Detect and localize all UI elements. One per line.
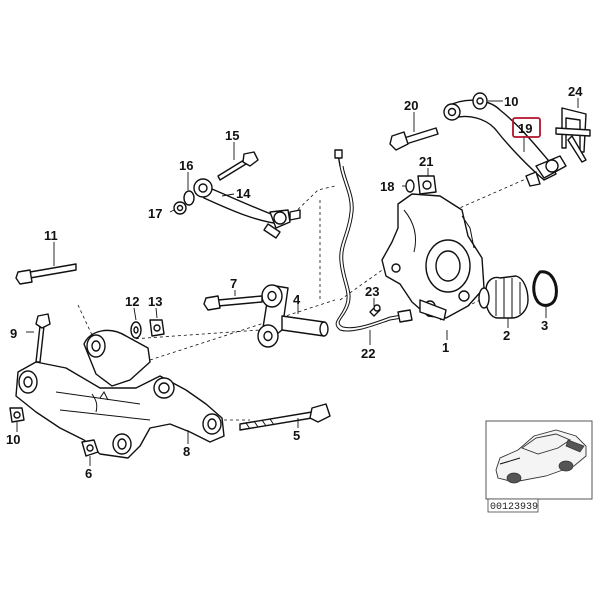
label-9: 9 — [10, 326, 17, 341]
label-22: 22 — [361, 346, 375, 361]
bracket-24 — [555, 107, 591, 163]
label-16: 16 — [179, 158, 193, 173]
sensor-cable-22 — [334, 149, 413, 332]
label-14: 14 — [236, 186, 251, 201]
toe-link-4 — [257, 284, 329, 348]
nut-21 — [417, 175, 437, 195]
label-19: 19 — [518, 121, 532, 136]
label-17: 17 — [148, 206, 162, 221]
nut-13 — [149, 319, 165, 337]
bolt-15 — [217, 151, 259, 181]
label-8: 8 — [183, 444, 190, 459]
nut-10-bottom — [9, 407, 25, 423]
label-15: 15 — [225, 128, 239, 143]
label-23: 23 — [365, 284, 379, 299]
label-18: 18 — [380, 179, 394, 194]
label-2: 2 — [503, 328, 510, 343]
label-10-top: 10 — [504, 94, 518, 109]
highlight-box-19 — [512, 117, 541, 138]
label-12: 12 — [125, 294, 139, 309]
washer-nut-16-17 — [173, 190, 195, 215]
label-7: 7 — [230, 276, 237, 291]
control-arm-19 — [443, 99, 567, 187]
bolt-7 — [203, 295, 263, 311]
label-10-bottom: 10 — [6, 432, 20, 447]
label-6: 6 — [85, 466, 92, 481]
nut-10-top — [472, 92, 488, 110]
label-1: 1 — [442, 340, 449, 355]
nut-6 — [81, 439, 99, 457]
label-24: 24 — [568, 84, 583, 99]
label-11: 11 — [44, 228, 58, 243]
upper-control-arm — [193, 178, 301, 239]
label-20: 20 — [404, 98, 418, 113]
part-labels: 1 2 3 4 5 6 7 8 9 10 10 11 12 13 14 15 1… — [6, 84, 583, 481]
bolt-5 — [239, 403, 331, 431]
label-5: 5 — [293, 428, 300, 443]
reference-number-box — [487, 498, 539, 513]
wheel-carrier-1 — [381, 193, 485, 321]
bolt-9 — [35, 313, 51, 363]
reference-number: 00123939 — [490, 502, 538, 513]
circlip-3 — [532, 270, 558, 307]
label-3: 3 — [541, 318, 548, 333]
label-21: 21 — [419, 154, 433, 169]
bolt-20 — [389, 127, 439, 151]
leader-lines — [16, 98, 579, 466]
subframe-8 — [15, 329, 225, 459]
washer-18 — [405, 179, 415, 193]
washer-12 — [130, 321, 142, 339]
label-4: 4 — [293, 292, 301, 307]
vehicle-inset: 00123939 — [485, 420, 593, 513]
car-illustration — [495, 429, 587, 484]
label-13: 13 — [148, 294, 162, 309]
bolt-11 — [15, 263, 77, 285]
bolt-23 — [369, 304, 381, 317]
boot-2 — [478, 275, 529, 319]
